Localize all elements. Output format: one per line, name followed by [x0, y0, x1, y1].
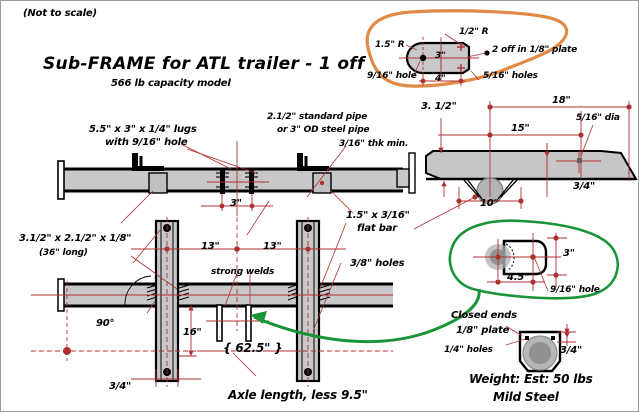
dim-end-34: 3/4" — [560, 345, 582, 356]
lug-big-hole — [419, 54, 427, 62]
dim-62-5in: { 62.5" } — [223, 341, 283, 355]
label-lug-width: 4" — [435, 74, 446, 84]
label-pipe-note-3: 3/16" thk min. — [339, 139, 409, 149]
label-axle-length: Axle length, less 9.5" — [228, 388, 368, 402]
dim-angle-90: 90° — [96, 318, 115, 329]
dim-18in: 18" — [552, 95, 571, 106]
lug-detail-group — [365, 9, 569, 88]
dim-section-34: 3/4" — [573, 181, 595, 192]
dim-13in-left: 13" — [201, 241, 220, 252]
label-lug-note-2: with 9/16" hole — [105, 137, 188, 148]
label-radius-small: 1/2" R — [459, 27, 489, 37]
label-hole-dia: 5/16" dia — [576, 113, 620, 123]
page-subtitle: 566 lb capacity model — [111, 78, 231, 89]
label-lug-small-holes: 5/16" holes — [483, 71, 538, 81]
note-material: Mild Steel — [493, 390, 559, 404]
label-channel-note-1: 3.1/2" x 2.1/2" x 1/8" — [19, 233, 132, 244]
dim-side-3in: 3" — [230, 198, 242, 209]
label-closed-ends: Closed ends — [451, 310, 517, 321]
dim-green-3in: 3" — [563, 248, 575, 259]
label-38-holes: 3/8" holes — [350, 258, 405, 269]
dim-green-4-5in: 4.5" — [507, 272, 530, 283]
label-pipe-note-2: or 3" OD steel pipe — [277, 125, 370, 135]
note-weight: Weight: Est: 50 lbs — [469, 372, 593, 386]
dim-15in: 15" — [511, 123, 530, 134]
dim-plan-34: 3/4" — [109, 381, 131, 392]
dim-16in: 16" — [183, 327, 202, 338]
label-14-holes: 1/4" holes — [444, 345, 493, 355]
page-title: Sub-FRAME for ATL trailer - 1 off — [43, 54, 365, 74]
label-strong-welds: strong welds — [211, 267, 275, 277]
green-detail-group — [448, 219, 619, 300]
end-detail-group — [505, 324, 576, 373]
dim-10in: 10" — [480, 198, 499, 209]
label-radius-large: 1.5" R — [375, 40, 405, 50]
label-lug-height: 3" — [435, 51, 446, 61]
label-quantity-note: 2 off in 1/8" plate — [492, 45, 578, 55]
label-pipe-note-1: 2.1/2" standard pipe — [267, 112, 368, 122]
label-green-hole: 9/16" hole — [550, 285, 600, 295]
orange-highlight-cloud — [365, 9, 569, 88]
dim-section-height: 3. 1/2" — [421, 101, 457, 112]
side-lug-left — [148, 172, 168, 194]
label-lug-big-hole: 9/16" hole — [367, 71, 417, 81]
not-to-scale-note: (Not to scale) — [23, 8, 97, 19]
plan-view-group — [31, 200, 481, 387]
label-flat-bar-2: flat bar — [357, 223, 398, 234]
label-18-plate: 1/8" plate — [456, 325, 510, 336]
dim-13in-right: 13" — [263, 241, 282, 252]
label-lug-note-1: 5.5" x 3" x 1/4" lugs — [89, 124, 197, 135]
label-flat-bar-1: 1.5" x 3/16" — [346, 210, 410, 221]
section-view-group — [396, 101, 638, 230]
side-elevation-group — [57, 141, 403, 224]
label-channel-note-2: (36" long) — [39, 248, 88, 258]
green-highlight-cloud — [448, 219, 619, 300]
